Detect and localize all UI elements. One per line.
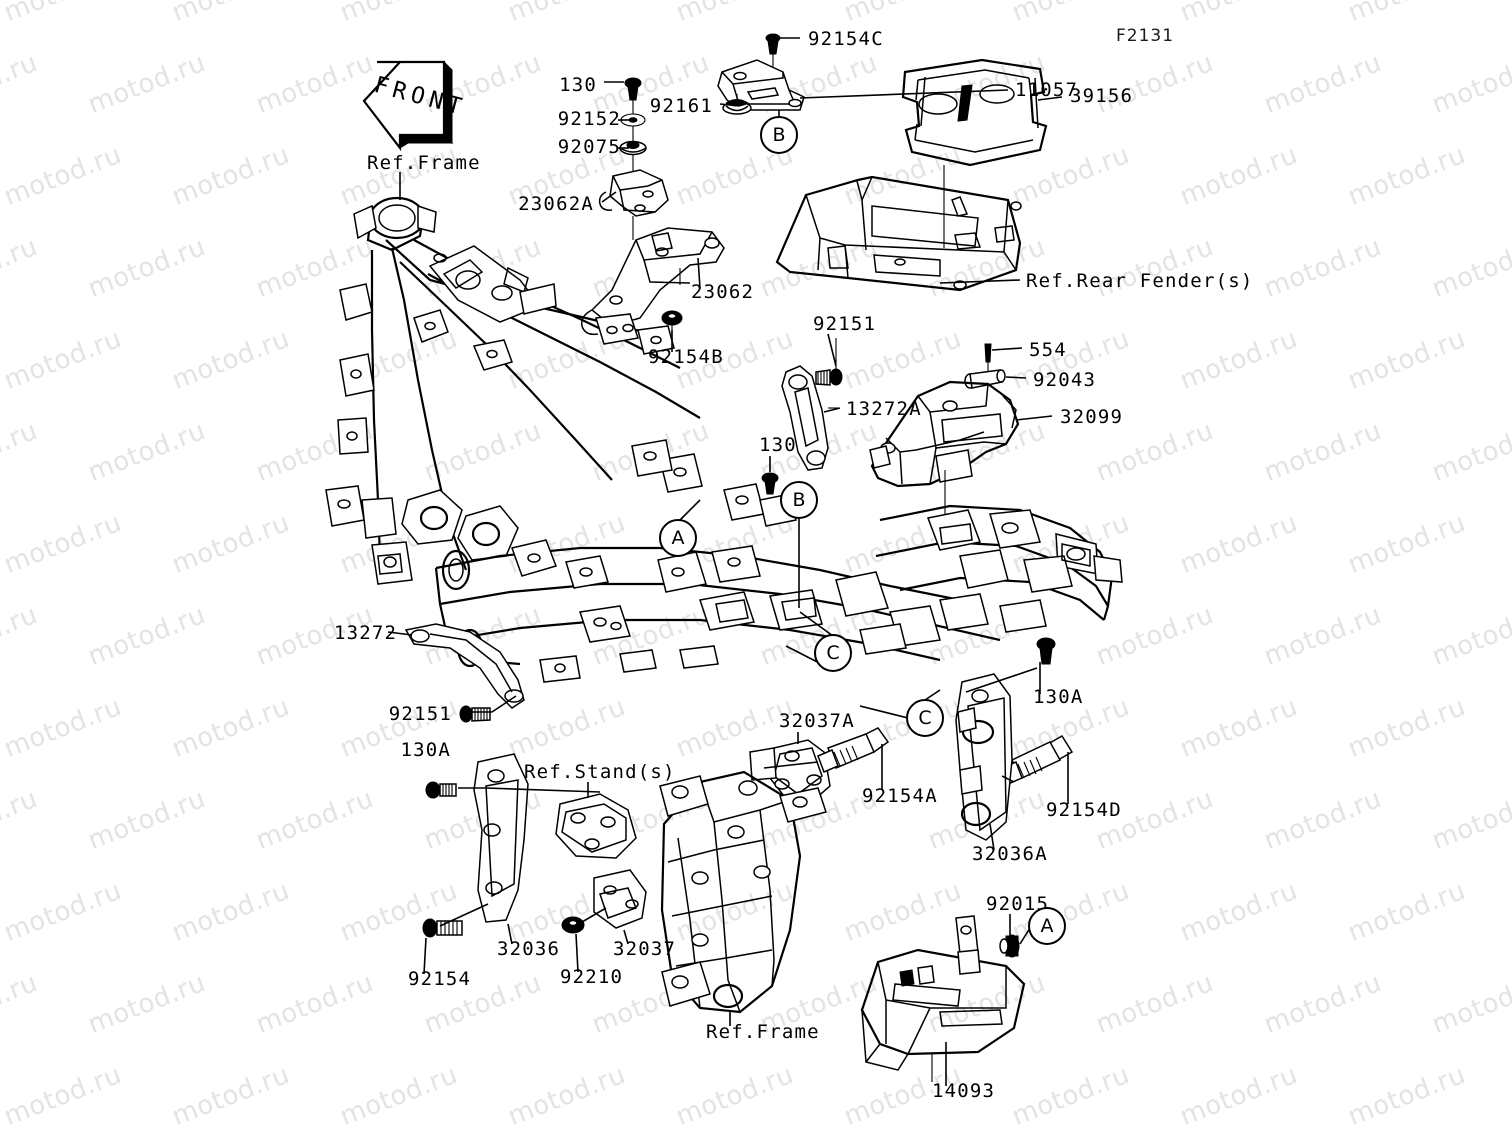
part-13272-arm [404, 623, 525, 709]
fastener-stack-top [619, 77, 647, 175]
part-callout-32099: 32099 [1060, 406, 1124, 428]
part-callout-32037a: 32037A [779, 710, 855, 732]
part-callout-92152: 92152 [557, 108, 621, 130]
ref-rear-fender [775, 165, 1022, 292]
part-callout-92075: 92075 [557, 136, 621, 158]
part-callout-92151: 92151 [388, 703, 452, 725]
part-callout-92154: 92154 [408, 968, 472, 990]
part-callout-11057: 11057 [1015, 79, 1079, 101]
main-frame-assembly [325, 196, 1123, 683]
part-callout-92161: 92161 [649, 95, 713, 117]
part-130-mid [761, 458, 779, 495]
part-callout-92043: 92043 [1033, 369, 1097, 391]
part-23062 [580, 227, 725, 336]
part-callout-92154a: 92154A [862, 785, 938, 807]
part-callout-23062a: 23062A [518, 193, 594, 215]
part-130A-right [1036, 637, 1056, 665]
part-callout-refstands: Ref.Stand(s) [524, 761, 676, 783]
part-callout-130: 130 [759, 434, 797, 456]
part-callout-92154b: 92154B [648, 346, 724, 368]
reference-marker-b: B [760, 116, 798, 154]
part-callout-92210: 92210 [560, 966, 624, 988]
part-32036-bracket [473, 753, 529, 923]
part-callout-refframe: Ref.Frame [367, 152, 481, 174]
part-92015-nut [999, 934, 1020, 958]
part-callout-92151: 92151 [813, 313, 877, 335]
part-130A-left [425, 781, 457, 799]
front-arrow-icon [362, 60, 454, 152]
part-callout-refrearfenders: Ref.Rear Fender(s) [1026, 270, 1254, 292]
part-callout-refframe: Ref.Frame [706, 1021, 820, 1043]
part-13272A [781, 365, 838, 471]
part-92151-upper [815, 338, 843, 386]
part-32037A-bracket [749, 739, 831, 801]
part-callout-554: 554 [1029, 339, 1067, 361]
part-callout-23062: 23062 [691, 281, 755, 303]
part-11057-bracket [717, 59, 805, 111]
part-32037-bracket [593, 869, 647, 929]
sheet-code: F2131 [1116, 26, 1175, 46]
part-32036A-bracket [955, 673, 1013, 841]
part-23062A [598, 169, 669, 240]
part-callout-39156: 39156 [1070, 85, 1134, 107]
part-92154D-bolt [1001, 734, 1074, 785]
part-callout-92154c: 92154C [808, 28, 884, 50]
part-callout-13272: 13272 [334, 622, 398, 644]
part-92154B [661, 310, 683, 348]
part-callout-92015: 92015 [986, 893, 1050, 915]
part-554-clip [984, 343, 992, 372]
reference-marker-a: A [659, 519, 697, 557]
reference-marker-b: B [780, 481, 818, 519]
part-callout-130a: 130A [400, 739, 451, 761]
part-callout-92154d: 92154D [1046, 799, 1122, 821]
part-92154A-bolt [817, 727, 890, 773]
part-14093-cover [860, 915, 1026, 1082]
part-callout-13272a: 13272A [846, 398, 922, 420]
reference-marker-c: C [814, 634, 852, 672]
part-callout-32036: 32036 [497, 938, 561, 960]
reference-marker-a: A [1028, 907, 1066, 945]
ref-stand-bracket [555, 793, 637, 859]
part-callout-32036a: 32036A [972, 843, 1048, 865]
ref-frame-engine-bracket [659, 770, 827, 1026]
part-callout-130: 130 [559, 74, 597, 96]
part-callout-130a: 130A [1033, 686, 1084, 708]
part-39156-plate [901, 58, 1048, 167]
part-92210-nut [561, 916, 585, 934]
reference-marker-c: C [906, 699, 944, 737]
part-callout-32037: 32037 [613, 938, 677, 960]
leader-lines [387, 37, 1069, 1086]
part-callout-14093: 14093 [932, 1080, 996, 1102]
